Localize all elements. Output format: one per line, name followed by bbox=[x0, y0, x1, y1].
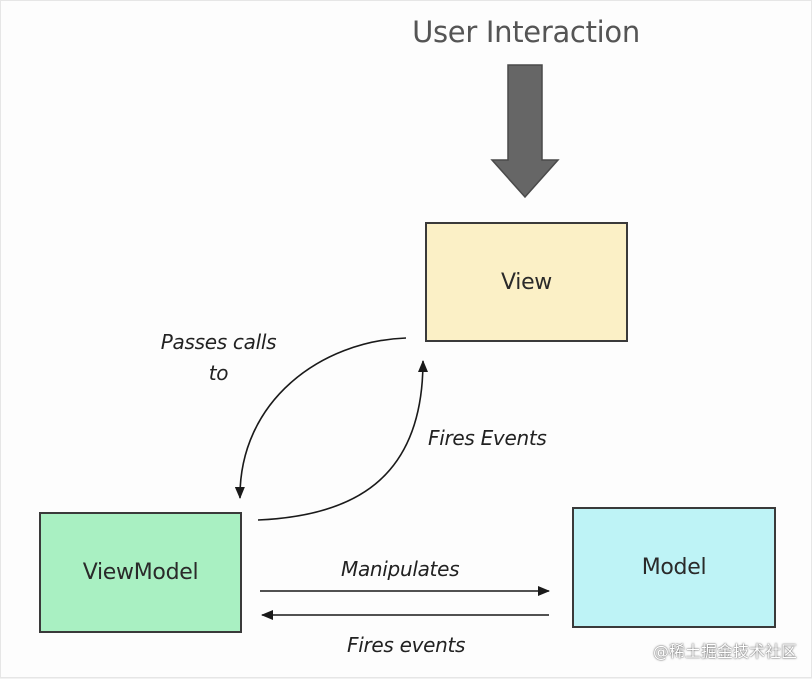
user-interaction-arrow bbox=[490, 64, 560, 199]
view-node: View bbox=[425, 222, 628, 342]
fires-events-down-label: Fires events bbox=[347, 633, 466, 657]
model-node-label: Model bbox=[641, 555, 707, 580]
manipulates-label: Manipulates bbox=[341, 557, 460, 581]
user-interaction-label: User Interaction bbox=[412, 15, 640, 49]
viewmodel-node-label: ViewModel bbox=[82, 560, 199, 585]
fires-events-up-arrow bbox=[257, 360, 428, 521]
passes-calls-arrow bbox=[234, 337, 407, 499]
view-node-label: View bbox=[500, 269, 552, 295]
watermark-text: @稀土掘金技术社区 bbox=[652, 642, 797, 661]
fires-events-up-label: Fires Events bbox=[428, 426, 547, 450]
model-node: Model bbox=[572, 507, 776, 628]
viewmodel-node: ViewModel bbox=[39, 512, 242, 633]
passes-calls-label: Passes calls to bbox=[160, 330, 277, 385]
